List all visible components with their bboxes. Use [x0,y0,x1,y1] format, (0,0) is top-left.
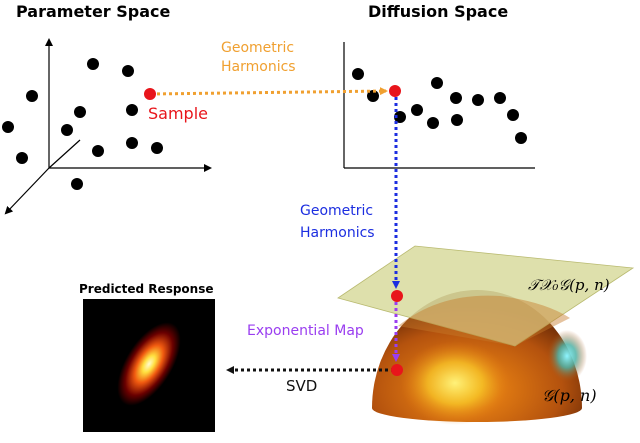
diffusion-point [394,111,406,123]
manifold-label: 𝒢(p, n) [542,386,597,405]
diffusion-point [352,68,364,80]
param-point [126,137,138,149]
param-point [26,90,38,102]
tangent-point [391,290,403,302]
diffusion-point [472,94,484,106]
param-point [151,142,163,154]
param-diag-axis [48,139,81,169]
diffusion-point [450,92,462,104]
diffusion-point [451,114,463,126]
diffusion-point [427,117,439,129]
diffusion-sample-point [389,85,401,97]
hemisphere-hotspot [400,341,510,425]
param-point [92,145,104,157]
geometric-harmonics-label-top-line2: Harmonics [221,59,296,75]
diffusion-point [507,109,519,121]
tangent-plane-label: 𝒯𝒳₀𝒢(p, n) [528,276,610,294]
sample-point [144,88,156,100]
sphere-cap-through-plane [398,295,570,346]
param-point [74,106,86,118]
param-point [2,121,14,133]
hemisphere-cyan-spot [547,330,587,382]
predicted-response-image [83,299,215,432]
diffusion-space-points [352,68,527,144]
diffusion-point [431,77,443,89]
tangent-plane [337,245,635,347]
parameter-space-axes [4,38,212,215]
diffusion-point [494,92,506,104]
param-point [16,152,28,164]
diffusion-point [367,90,379,102]
geometric-harmonics-arrow-top [150,87,388,96]
param-point [126,104,138,116]
param-y-axis [4,167,50,215]
diffusion-point [411,104,423,116]
parameter-space-points [2,58,163,190]
diffusion-space-title: Diffusion Space [368,2,509,21]
parameter-space-title: Parameter Space [16,2,171,21]
param-point [122,65,134,77]
sample-label: Sample [148,104,208,123]
svd-label: SVD [286,377,318,395]
geometric-harmonics-label-top-line1: Geometric [221,40,295,56]
predicted-response-title: Predicted Response [79,282,214,296]
manifold-point [391,364,403,376]
exponential-map-label: Exponential Map [247,323,364,339]
diffusion-point [515,132,527,144]
geometric-harmonics-label-mid-line1: Geometric [300,203,374,219]
param-point [71,178,83,190]
param-point [61,124,73,136]
param-point [87,58,99,70]
heatmap-blob [117,322,181,406]
geometric-harmonics-label-mid-line2: Harmonics [300,225,375,241]
diffusion-space-axes [343,42,535,169]
